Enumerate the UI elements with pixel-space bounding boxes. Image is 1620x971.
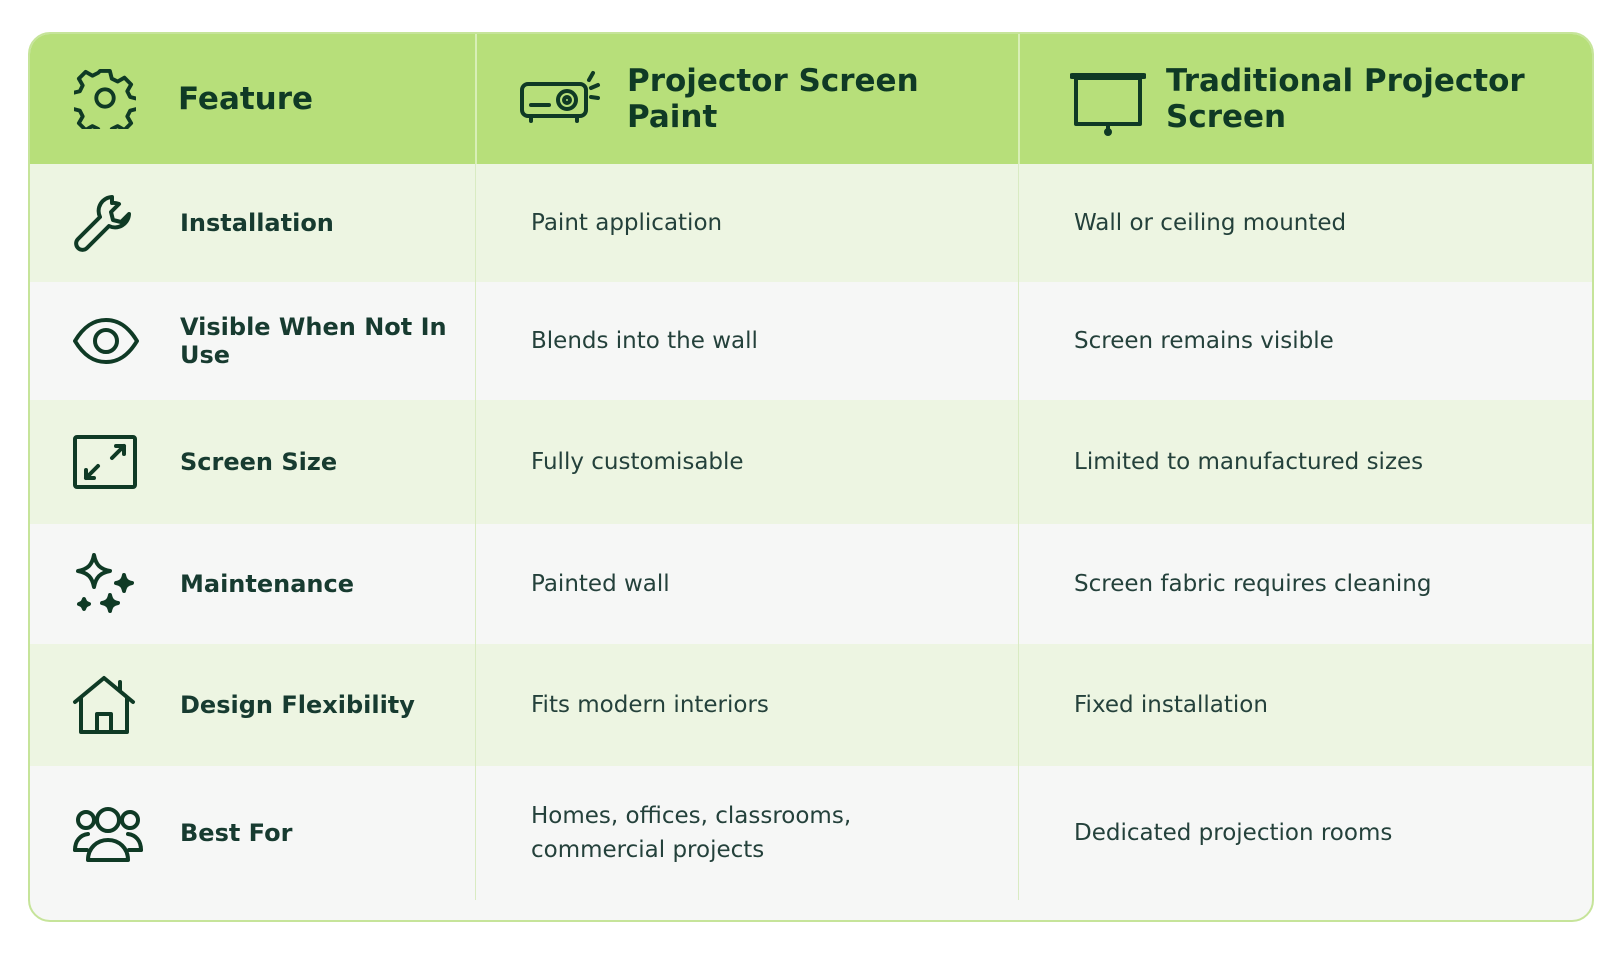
- header-paint: Projector Screen Paint: [475, 34, 1018, 164]
- feature-label: Design Flexibility: [180, 691, 415, 719]
- traditional-value: Screen remains visible: [1074, 328, 1334, 354]
- header-traditional: Traditional Projector Screen: [1018, 34, 1592, 164]
- table-row: Maintenance Painted wall Screen fabric r…: [30, 524, 1592, 644]
- traditional-value: Dedicated projection rooms: [1074, 820, 1393, 846]
- paint-value: Blends into the wall: [531, 328, 758, 354]
- feature-label: Maintenance: [180, 570, 355, 598]
- paint-value: Homes, offices, classrooms, commercial p…: [531, 799, 851, 867]
- projector-screen-icon: [1070, 72, 1146, 136]
- paint-value: Paint application: [531, 210, 723, 236]
- header-traditional-label: Traditional Projector Screen: [1166, 63, 1525, 135]
- header-feature: Feature: [30, 34, 475, 164]
- table-header: Feature Projector Screen Paint: [30, 34, 1592, 164]
- paint-value-line: Homes, offices, classrooms,: [531, 803, 852, 829]
- paint-value: Fully customisable: [531, 449, 744, 475]
- comparison-table: Feature Projector Screen Paint: [28, 32, 1594, 922]
- header-paint-label: Projector Screen Paint: [627, 63, 919, 135]
- traditional-value: Wall or ceiling mounted: [1074, 210, 1347, 236]
- resize-icon: [72, 434, 138, 490]
- table-row: Installation Paint application Wall or c…: [30, 164, 1592, 282]
- table-row: Visible When Not In Use Blends into the …: [30, 282, 1592, 400]
- traditional-value: Limited to manufactured sizes: [1074, 449, 1424, 475]
- eye-icon: [72, 316, 140, 366]
- paint-value: Painted wall: [531, 571, 670, 597]
- paint-value: Fits modern interiors: [531, 692, 769, 718]
- feature-label: Visible When Not In Use: [180, 313, 447, 369]
- traditional-value: Screen fabric requires cleaning: [1074, 571, 1432, 597]
- paint-value-line: commercial projects: [531, 837, 765, 863]
- feature-label: Screen Size: [180, 448, 338, 476]
- table-row: Design Flexibility Fits modern interiors…: [30, 644, 1592, 766]
- wrench-icon: [72, 191, 136, 255]
- sparkle-icon: [72, 551, 138, 617]
- projector-icon: [519, 70, 601, 126]
- traditional-value: Fixed installation: [1074, 692, 1268, 718]
- header-feature-label: Feature: [178, 81, 314, 117]
- gear-icon: [74, 67, 136, 129]
- users-icon: [72, 802, 144, 864]
- house-icon: [72, 674, 136, 736]
- table-row: Screen Size Fully customisable Limited t…: [30, 400, 1592, 524]
- feature-label: Best For: [180, 819, 293, 847]
- table-row: Best For Homes, offices, classrooms, com…: [30, 766, 1592, 900]
- feature-label: Installation: [180, 209, 334, 237]
